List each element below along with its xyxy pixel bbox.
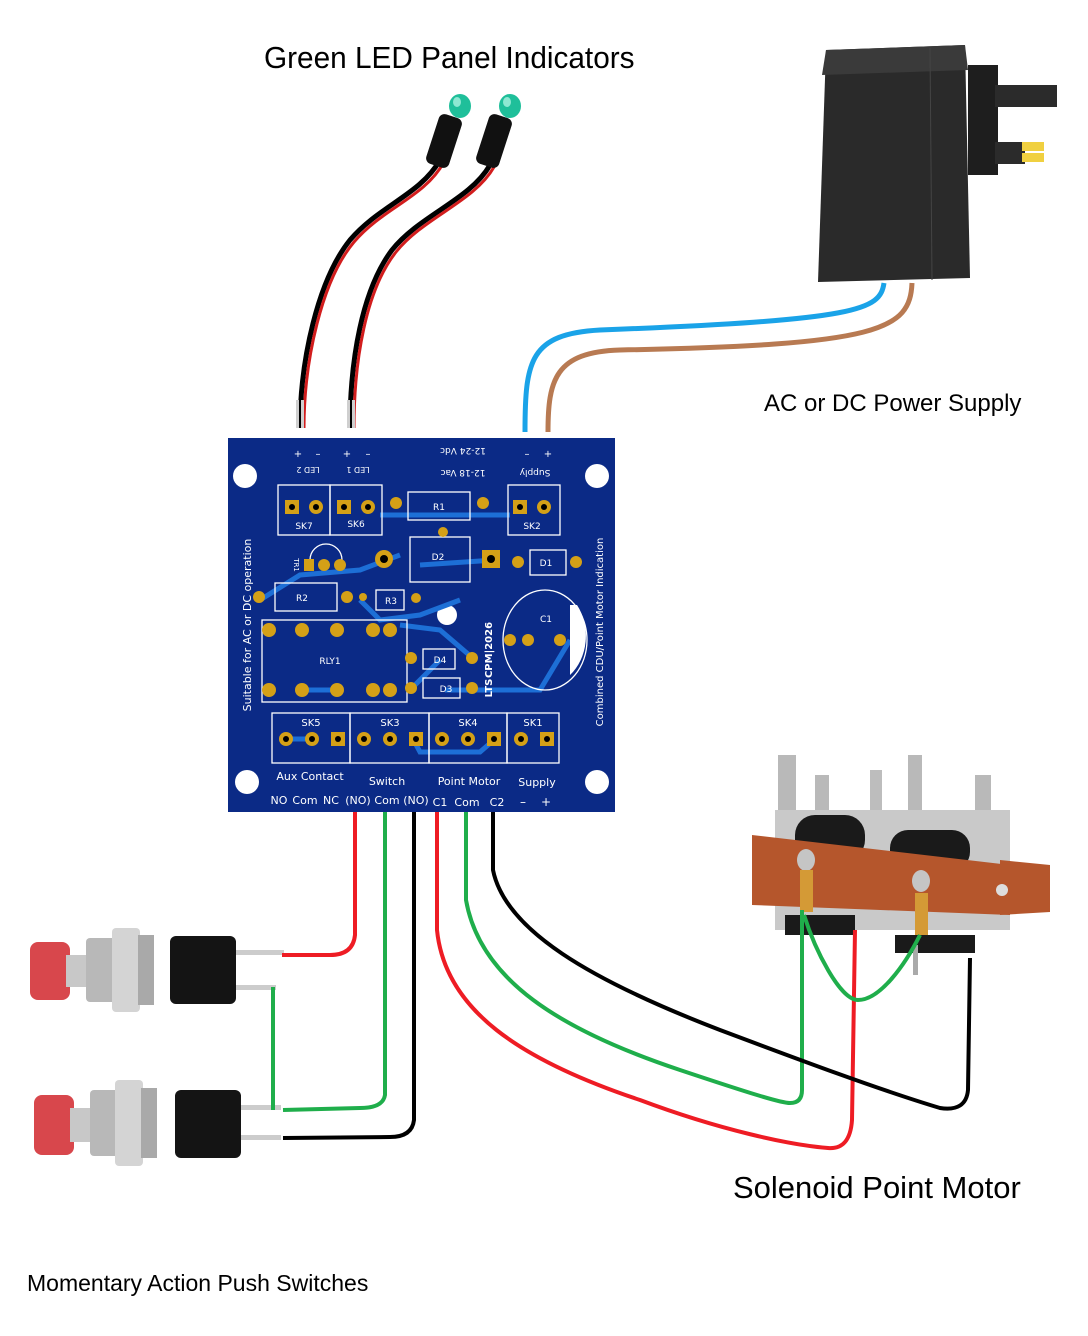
- plug-adapter-icon: [818, 45, 1057, 282]
- pcb-ref-sk5: SK5: [301, 718, 320, 729]
- pcb-pin-supply-plus: +: [541, 795, 551, 809]
- pcb-vdc-label: 12-24 Vdc: [440, 445, 486, 455]
- pcb-ref-sk1: SK1: [523, 718, 542, 729]
- black-wire-motor: [491, 812, 972, 1111]
- pcb-ref-rly1: RLY1: [319, 657, 340, 667]
- pcb-led2-minus: –: [316, 449, 321, 460]
- pcb-led2-label: LED 2: [296, 465, 319, 474]
- pcb-pin-no: NO: [271, 794, 288, 807]
- pcb-board: + – + – – + LED 2 LED 1 12-24 Vdc 12-18 …: [228, 438, 615, 812]
- point-motor-label: Solenoid Point Motor: [733, 1170, 1021, 1205]
- blue-supply-wire: [522, 282, 887, 433]
- black-wire-switch: [282, 812, 416, 1140]
- pcb-led1-minus: –: [366, 449, 371, 460]
- push-switches-label: Momentary Action Push Switches: [27, 1270, 369, 1296]
- pcb-ref-d1: D1: [540, 559, 553, 569]
- pcb-ref-sk4: SK4: [458, 718, 477, 729]
- led-indicator-icon: [296, 94, 521, 429]
- led-panel-title: Green LED Panel Indicators: [264, 40, 635, 75]
- pcb-side-left: Suitable for AC or DC operation: [241, 539, 254, 712]
- pcb-pin-nc: NC: [323, 794, 339, 807]
- pcb-side-right: Combined CDU/Point Motor Indication: [595, 538, 606, 727]
- pcb-group-switch: Switch: [369, 775, 405, 788]
- pcb-pin-sw-no1: (NO): [345, 794, 370, 807]
- pcb-group-motor: Point Motor: [438, 775, 501, 788]
- pcb-ref-tr1: TR1: [292, 557, 300, 572]
- green-wire-motor: [464, 812, 804, 1106]
- pcb-ref-r2: R2: [296, 594, 308, 604]
- pcb-pin-sw-no2: (NO): [403, 794, 428, 807]
- pcb-vac-label: 12-18 Vac: [440, 467, 485, 477]
- red-wire-switch: [282, 812, 357, 957]
- pcb-ref-sk2: SK2: [523, 522, 540, 532]
- pcb-pin-supply-minus: –: [520, 795, 526, 809]
- pcb-supply-plus: +: [544, 449, 552, 460]
- solenoid-motor-icon: [752, 755, 1050, 975]
- pcb-ref-d3: D3: [440, 685, 453, 695]
- pcb-pin-c1: C1: [433, 796, 448, 809]
- pcb-pin-c2: C2: [490, 796, 505, 809]
- power-supply-label: AC or DC Power Supply: [764, 390, 1022, 417]
- pcb-maker: LTS: [484, 679, 495, 698]
- pcb-part-number: CPM|2026: [484, 622, 495, 678]
- pcb-led2-plus: +: [294, 449, 302, 460]
- pcb-ref-r3: R3: [385, 597, 397, 607]
- pcb-led1-label: LED 1: [346, 465, 369, 474]
- pcb-led1-plus: +: [343, 449, 351, 460]
- pcb-ref-sk6: SK6: [347, 520, 365, 530]
- pcb-ref-sk3: SK3: [380, 718, 399, 729]
- green-wire-switch: [282, 812, 387, 1112]
- brown-supply-wire: [545, 282, 915, 433]
- pcb-supply-minus: –: [525, 449, 530, 460]
- pcb-group-supply: Supply: [518, 776, 556, 789]
- green-jumper-motor: [802, 914, 922, 1003]
- pcb-ref-d4: D4: [434, 656, 447, 666]
- red-wire-motor: [435, 812, 857, 1151]
- pcb-pin-motor-com: Com: [454, 796, 479, 809]
- pcb-supply-top-label: Supply: [519, 467, 550, 477]
- pcb-pin-sw-com: Com: [374, 794, 399, 807]
- pcb-ref-d2: D2: [432, 553, 445, 563]
- pcb-ref-c1: C1: [540, 615, 552, 625]
- pcb-pin-com: Com: [292, 794, 317, 807]
- pcb-ref-sk7: SK7: [295, 522, 312, 532]
- push-button-icon: [30, 928, 284, 1166]
- pcb-ref-r1: R1: [433, 503, 445, 513]
- pcb-group-aux: Aux Contact: [276, 770, 344, 783]
